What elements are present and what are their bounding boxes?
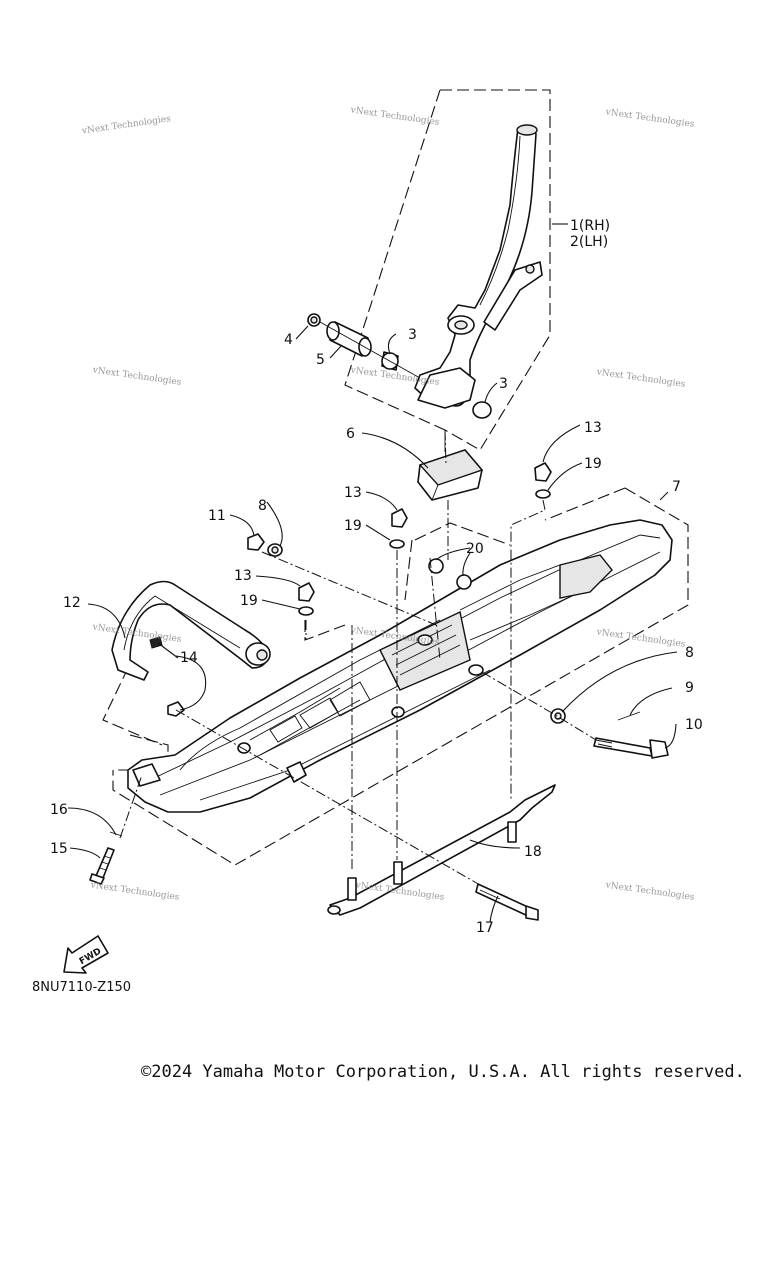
spindle-arm bbox=[414, 124, 543, 409]
copyright-notice: ©2024 Yamaha Motor Corporation, U.S.A. A… bbox=[141, 1062, 745, 1082]
callout-label: 2(LH) bbox=[570, 234, 608, 250]
watermark-text: vNext Technologies bbox=[604, 107, 695, 130]
spindle-boundary bbox=[344, 89, 551, 451]
diagram-code: 8NU7110-Z150 bbox=[32, 980, 132, 995]
ski-body bbox=[127, 519, 673, 813]
centerlines bbox=[119, 429, 597, 886]
nut-boundary-2 bbox=[414, 522, 511, 546]
callout-label: 5 bbox=[316, 352, 325, 368]
long-bolt bbox=[475, 883, 539, 921]
callout-label: 3 bbox=[499, 376, 508, 392]
fwd-arrow-icon: FWD bbox=[63, 935, 109, 974]
assembly-boundaries bbox=[102, 89, 689, 866]
ski-handle bbox=[111, 580, 271, 681]
wear-bar bbox=[327, 784, 556, 916]
handle-nut bbox=[149, 636, 185, 717]
callout-label: 19 bbox=[344, 518, 362, 534]
callout-label: 7 bbox=[672, 479, 681, 495]
callout-label: 1(RH) bbox=[570, 218, 610, 234]
callout-label: 13 bbox=[584, 420, 602, 436]
callout-labels: 1(RH) 2(LH) 3 3 4 5 6 7 8 8 9 10 11 12 1… bbox=[50, 218, 703, 936]
pivot-bushings bbox=[307, 313, 492, 419]
ski-boundary-top bbox=[544, 487, 626, 521]
callout-label: 15 bbox=[50, 841, 68, 857]
callout-label: 19 bbox=[240, 593, 258, 609]
callout-label: 19 bbox=[584, 456, 602, 472]
callout-label: 16 bbox=[50, 802, 68, 818]
callout-label: 20 bbox=[466, 541, 484, 557]
callout-label: 13 bbox=[234, 568, 252, 584]
nut-boundary bbox=[304, 539, 413, 641]
callout-label: 3 bbox=[408, 327, 417, 343]
callout-label: 12 bbox=[63, 595, 81, 611]
callout-label: 14 bbox=[180, 650, 198, 666]
damper-block bbox=[417, 430, 484, 501]
callout-label: 4 bbox=[284, 332, 293, 348]
callout-label: 8 bbox=[685, 645, 694, 661]
fasteners bbox=[247, 462, 566, 724]
handle-boundary bbox=[102, 667, 163, 746]
callout-label: 9 bbox=[685, 680, 694, 696]
ski-boundary bbox=[112, 487, 689, 866]
watermark-text: vNext Technologies bbox=[89, 880, 180, 903]
watermark-text: vNext Technologies bbox=[91, 365, 182, 388]
front-bolt bbox=[89, 831, 123, 885]
pivot-bolt bbox=[593, 711, 669, 759]
watermark-text: vNext Technologies bbox=[349, 105, 440, 128]
callout-label: 8 bbox=[258, 498, 267, 514]
callout-label: 17 bbox=[476, 920, 494, 936]
watermark-text: vNext Technologies bbox=[595, 627, 686, 650]
callout-label: 11 bbox=[208, 508, 226, 524]
callout-label: 6 bbox=[346, 426, 355, 442]
watermark-text: vNext Technologies bbox=[595, 367, 686, 390]
watermark-text: vNext Technologies bbox=[604, 880, 695, 903]
watermark-text: vNext Technologies bbox=[80, 114, 171, 137]
callout-label: 10 bbox=[685, 717, 703, 733]
callout-label: 13 bbox=[344, 485, 362, 501]
callout-label: 18 bbox=[524, 844, 542, 860]
leader-lines bbox=[67, 223, 678, 923]
